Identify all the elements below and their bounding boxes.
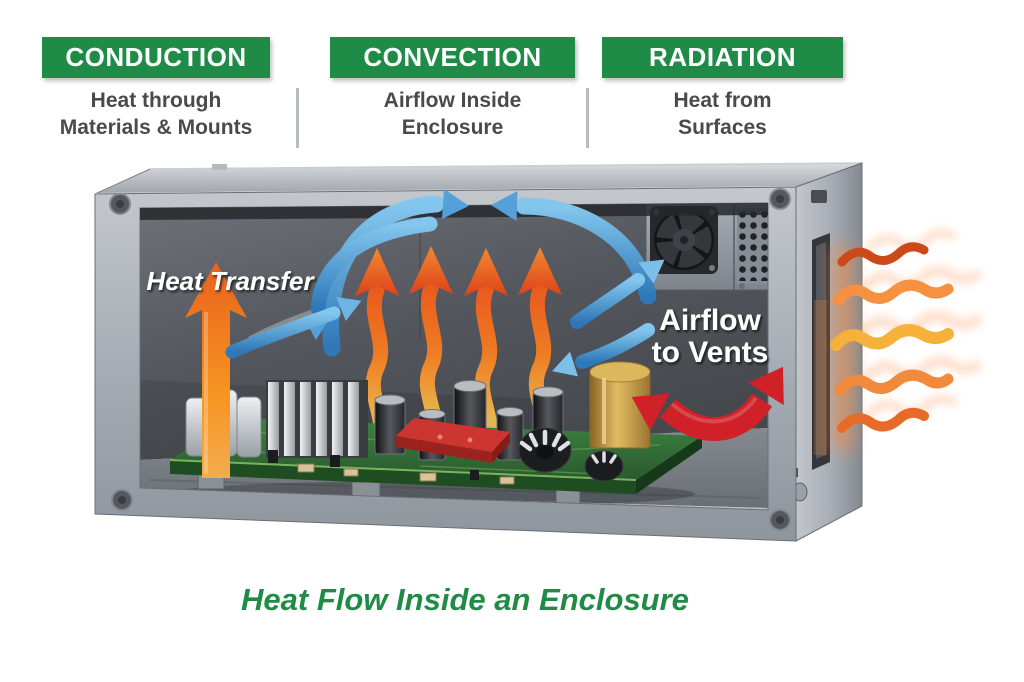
radiation-subtitle: Heat from Surfaces [673,89,772,139]
panel-notch [811,190,827,203]
conduction-label: CONDUCTION [42,37,270,78]
airflow-label-line2: to Vents [652,336,769,369]
radiation-waves [830,228,982,451]
heatsink [266,380,368,458]
circuit-board [165,361,702,507]
red-module [396,418,510,463]
header-column-convection: CONVECTION Airflow Inside Enclosure [330,37,575,141]
gold-capacitor [589,361,651,449]
radiation-label: RADIATION [602,37,843,78]
convection-subtitle: Airflow Inside Enclosure [383,89,522,139]
smd-components [268,450,515,485]
conduction-arrow [185,262,247,478]
exhaust-arrow [631,366,784,441]
convection-arrows [225,189,665,377]
header-divider-2 [586,88,589,148]
conduction-subtitle: Heat through Materials & Mounts [59,89,253,139]
lid-tab [212,164,227,170]
heat-transfer-label: Heat Transfer [146,266,315,296]
airflow-label-line1: Airflow [659,304,761,337]
header-divider-1 [296,88,299,148]
toroid-inductor [518,427,624,482]
diagram-caption: Heat Flow Inside an Enclosure [241,582,689,617]
header-column-conduction: CONDUCTION Heat through Materials & Moun… [42,37,270,141]
convection-label: CONVECTION [330,37,575,78]
corner-screws [109,188,791,531]
header-column-radiation: RADIATION Heat from Surfaces [602,37,843,141]
